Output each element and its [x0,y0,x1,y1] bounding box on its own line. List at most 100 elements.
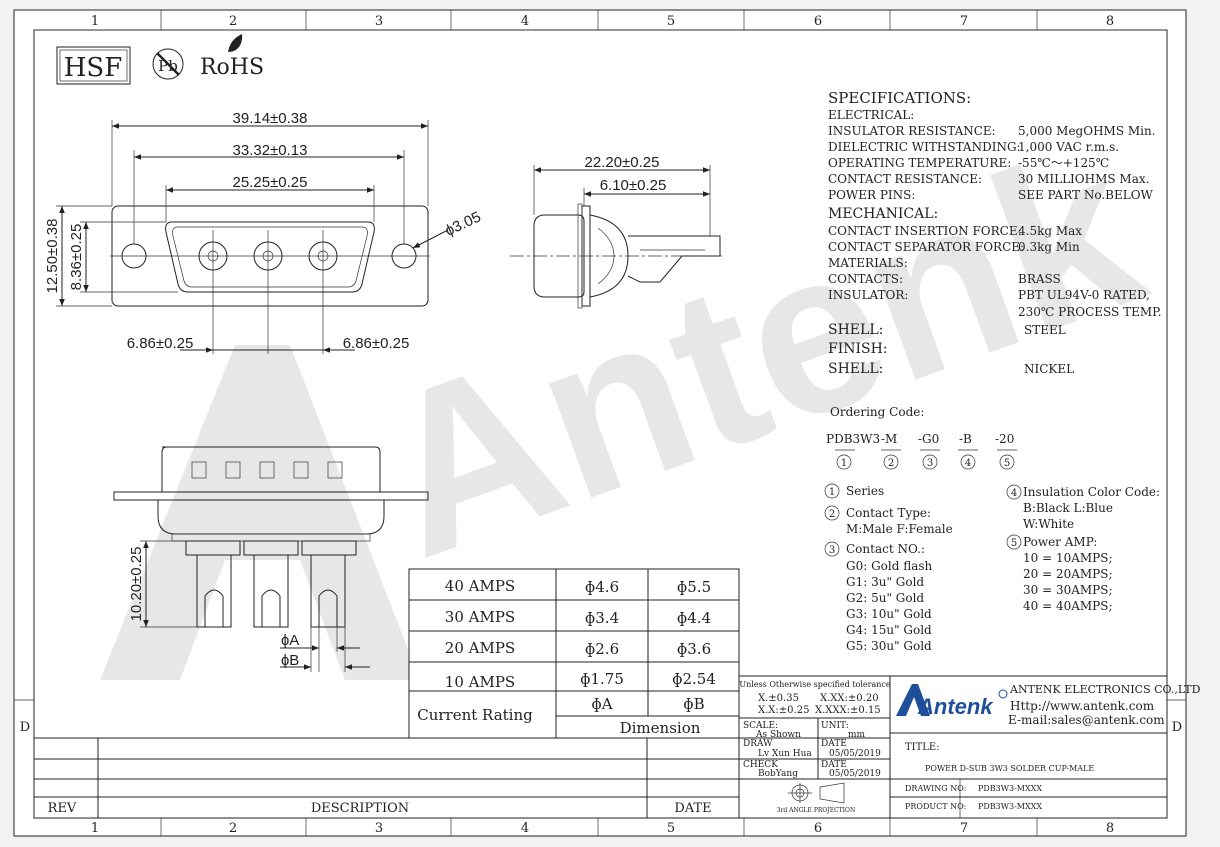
spec-insertion-force-value: 4.5kg Max [1018,224,1082,238]
row-20-phi-b: ɸ3.6 [677,640,711,658]
tol-xx-1: X.X:±0.25 [758,705,809,716]
description-header: DESCRIPTION [311,801,409,816]
title-label: TITLE: [905,742,940,753]
spec-insulator-resistance-value: 5,000 MegOHMS Min. [1018,124,1156,138]
solder-cup-2 [253,554,289,628]
tolerance-title: Unless Otherwise specified tolerance [739,680,891,689]
spec-insulator-value-2: 230℃ PROCESS TEMP. [1018,305,1162,319]
row-20-phi-a: ɸ2.6 [585,640,619,658]
row-30-amps: 30 AMPS [445,608,515,626]
scale-value: As Shown [755,730,801,740]
legend-num-5: 5 [1011,538,1017,549]
row-10-phi-b: ɸ2.54 [672,670,716,688]
col-label-top-1: 1 [91,14,99,29]
spec-power-pins-label: POWER PINS: [828,188,915,202]
legend-contact-no: Contact NO.: [846,542,925,556]
col-label-top-7: 7 [960,14,968,29]
solder-cup-1 [196,554,232,628]
spec-mechanical: MECHANICAL: [828,206,938,222]
spec-separator-force-label: CONTACT SEPARATOR FORCE: [828,240,1024,254]
spec-contact-resistance-value: 30 MILLIOHMS Max. [1018,172,1149,186]
dim-shell-height: 8.36±0.25 [68,224,85,291]
antenk-logo: Antenk [896,684,1008,719]
spec-operating-temp-value: -55℃～+125℃ [1018,156,1109,170]
row-20-amps: 20 AMPS [445,639,515,657]
col-label-top-3: 3 [375,14,383,29]
row-label-left: D [20,720,30,735]
side-view: 22.20±0.25 6.10±0.25 [510,154,722,309]
legend-contact-type: Contact Type: [846,506,931,520]
draw-date: 05/05/2019 [829,749,881,759]
row-40-phi-a: ɸ4.6 [585,578,619,596]
front-view: 39.14±0.38 33.32±0.13 25.25±0.25 12.50±0… [44,110,484,354]
col-label-bottom-8: 8 [1106,821,1114,836]
col-label-bottom-6: 6 [814,821,822,836]
bottom-view: 10.20±0.25 ɸA ɸB [113,446,429,672]
row-10-phi-a: ɸ1.75 [580,670,624,688]
spec-materials: MATERIALS: [828,256,908,270]
gold-g2: G2: 5u" Gold [846,591,924,605]
order-num-4: 4 [965,458,971,469]
current-rating-label: Current Rating [417,706,533,724]
col-label-bottom-2: 2 [229,821,237,836]
dim-pin-length: 10.20±0.25 [128,547,145,622]
order-code-contact-no: -G0 [918,432,939,446]
rev-header: REV [48,801,77,816]
company-web: Http://www.antenk.com [1010,699,1155,713]
dim-side-length: 22.20±0.25 [585,154,660,171]
legend-num-1: 1 [829,487,835,498]
ordering-code: Ordering Code: PDB3W3 -M -G0 -B -20 1 2 … [824,405,1160,653]
spec-contacts-label: CONTACTS: [828,272,903,286]
tol-xxx-3: X.XXX:±0.15 [815,705,881,716]
col-label-bottom-3: 3 [375,821,383,836]
dim-overall-height: 12.50±0.38 [44,219,61,294]
unit-value: mm [848,730,866,740]
product-no: PDB3W3-MXXX [978,802,1042,811]
specifications: SPECIFICATIONS: ELECTRICAL: INSULATOR RE… [828,89,1162,377]
col-label-bottom-1: 1 [91,821,99,836]
legend-insulation: Insulation Color Code: [1023,485,1160,499]
spec-insertion-force-label: CONTACT INSERTION FORCE: [828,224,1022,238]
legend-num-2: 2 [829,509,835,520]
gold-g4: G4: 15u" Gold [846,623,932,637]
order-code-series: PDB3W3 [826,432,880,446]
dim-hole-pitch: 33.32±0.13 [233,142,308,159]
legend-series: Series [846,484,884,498]
row-label-right: D [1172,720,1182,735]
tol-xxx-2: X.XX:±0.20 [820,693,879,704]
row-10-amps: 10 AMPS [445,673,515,691]
hsf-box-inner [59,49,128,82]
col-label-bottom-5: 5 [667,821,675,836]
spec-insulator-resistance-label: INSULATOR RESISTANCE: [828,124,996,138]
row-30-phi-b: ɸ4.4 [677,609,711,627]
dim-shell-width: 25.25±0.25 [233,174,308,191]
front-shell [165,221,375,293]
col-label-top-5: 5 [667,14,675,29]
draw-date-label: DATE [821,739,847,749]
rohs-mark: RoHS [200,55,264,80]
gold-g0: G0: Gold flash [846,559,933,573]
amp-40: 40 = 40AMPS; [1023,599,1113,613]
drawing-no: PDB3W3-MXXX [978,784,1042,793]
check-value: BobYang [758,769,798,779]
drawing-no-label: DRAWING NO: [905,784,966,793]
dimension-label: Dimension [620,719,701,737]
dim-pin-pitch-right: 6.86±0.25 [343,335,410,352]
spec-power-pins-value: SEE PART No.BELOW [1018,188,1154,202]
company-email: E-mail:sales@antenk.com [1008,713,1165,727]
spec-shell-value: STEEL [1024,323,1066,337]
product-no-label: PRODUCT NO: [905,802,966,811]
spec-electrical: ELECTRICAL: [828,108,914,122]
spec-dielectric-label: DIELECTRIC WITHSTANDING: [828,140,1021,154]
spec-insulator-value: PBT UL94V-0 RATED, [1018,288,1150,302]
draw-value: Lv Xun Hua [758,749,812,759]
order-code-insulation: -B [959,432,972,446]
spec-finish-shell-value: NICKEL [1024,362,1074,376]
dim-phi-b: ɸB [281,652,299,669]
column-dividers [14,10,1186,836]
order-code-power: -20 [995,432,1014,446]
check-date-label: DATE [821,760,847,770]
spec-dielectric-value: 1,000 VAC r.m.s. [1018,140,1119,154]
col-label-top-6: 6 [814,14,822,29]
